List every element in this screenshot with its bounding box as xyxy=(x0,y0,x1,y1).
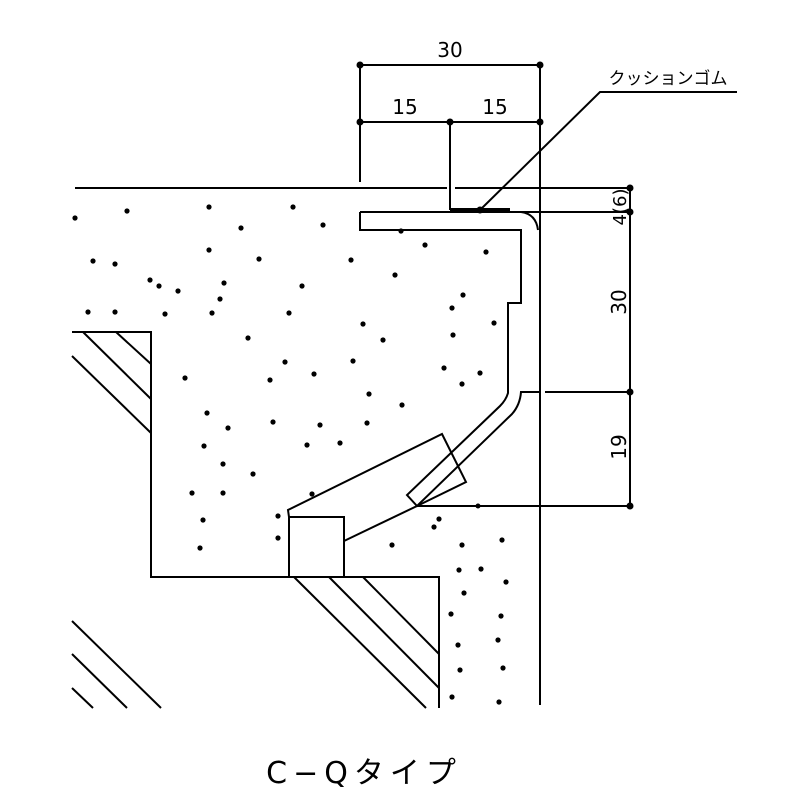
frame-profile xyxy=(359,211,539,508)
aggregate-dot xyxy=(348,257,354,263)
aggregate-dot xyxy=(238,225,244,231)
aggregate-dot xyxy=(491,320,497,326)
aggregate-dot xyxy=(112,309,118,315)
aggregate-dot xyxy=(175,288,181,294)
aggregate-dot xyxy=(217,296,223,302)
aggregate-dot xyxy=(311,371,317,377)
aggregate-dot xyxy=(304,442,310,448)
aggregate-dot xyxy=(162,311,168,317)
aggregate-dot xyxy=(460,292,466,298)
aggregate-dot xyxy=(459,542,465,548)
aggregate-dot xyxy=(456,567,462,573)
aggregate-dot xyxy=(503,579,509,585)
aggregate-dot xyxy=(496,699,502,705)
aggregate-dot xyxy=(201,443,207,449)
aggregate-dot xyxy=(206,247,212,253)
hatching xyxy=(71,331,440,709)
aggregate-dot xyxy=(221,280,227,286)
drawing-title: C−Qタイプ xyxy=(266,756,462,791)
aggregate-dot xyxy=(448,611,454,617)
aggregate-dot xyxy=(72,215,78,221)
aggregate-dot xyxy=(204,410,210,416)
aggregate-dot xyxy=(225,425,231,431)
aggregate-dot xyxy=(459,381,465,387)
aggregate-dot xyxy=(392,272,398,278)
aggregate-dot xyxy=(495,637,501,643)
aggregate-dot xyxy=(350,358,356,364)
callout-label: クッションゴム xyxy=(609,68,728,89)
aggregate-dot xyxy=(85,309,91,315)
aggregate-dot xyxy=(431,524,437,530)
aggregate-dot xyxy=(270,419,276,425)
aggregate-dot xyxy=(220,490,226,496)
aggregate-dot xyxy=(124,208,130,214)
aggregate-dot xyxy=(337,440,343,446)
aggregate-dot xyxy=(220,461,226,467)
aggregate-dot xyxy=(389,542,395,548)
aggregate-dot xyxy=(112,261,118,267)
aggregate-dot xyxy=(275,513,281,519)
aggregate-dot xyxy=(441,365,447,371)
aggregate-dot xyxy=(189,490,195,496)
aggregate-dot xyxy=(449,694,455,700)
aggregate-dot xyxy=(364,420,370,426)
aggregate-dot xyxy=(360,321,366,327)
aggregate-dot xyxy=(399,402,405,408)
aggregate-dot xyxy=(200,517,206,523)
aggregate-dot xyxy=(483,249,489,255)
aggregate-dot xyxy=(450,332,456,338)
aggregate-dot xyxy=(478,566,484,572)
aggregate-dot xyxy=(380,337,386,343)
dimension-lines xyxy=(356,61,634,510)
aggregate-dot xyxy=(449,305,455,311)
aggregate-dot xyxy=(457,667,463,673)
aggregate-dot xyxy=(275,535,281,541)
aggregate-dot xyxy=(282,359,288,365)
aggregate-dot xyxy=(209,310,215,316)
aggregate-dot xyxy=(461,590,467,596)
aggregate-dot xyxy=(182,375,188,381)
anchor-plate xyxy=(286,432,468,542)
aggregate-dot xyxy=(267,377,273,383)
callout-leader xyxy=(479,91,737,211)
aggregate-dot xyxy=(477,370,483,376)
anchor-block xyxy=(288,516,345,578)
concrete-dots xyxy=(72,204,509,705)
aggregate-dot xyxy=(250,471,256,477)
aggregate-dot xyxy=(245,335,251,341)
aggregate-dot xyxy=(499,537,505,543)
structure-lines xyxy=(72,65,632,708)
aggregate-dot xyxy=(366,391,372,397)
aggregate-dot xyxy=(206,204,212,210)
dim-leg-height: 19 xyxy=(607,434,631,459)
aggregate-dot xyxy=(436,516,442,522)
aggregate-dot xyxy=(197,545,203,551)
aggregate-dot xyxy=(422,242,428,248)
dim-frame-height: 30 xyxy=(607,289,631,314)
dim-total-width: 30 xyxy=(437,38,462,62)
aggregate-dot xyxy=(90,258,96,264)
aggregate-dot xyxy=(156,283,162,289)
dim-half-width-right: 15 xyxy=(482,95,507,119)
aggregate-dot xyxy=(286,310,292,316)
aggregate-dot xyxy=(290,204,296,210)
dim-half-width-left: 15 xyxy=(392,95,417,119)
slab-outline xyxy=(72,331,440,708)
aggregate-dot xyxy=(500,665,506,671)
aggregate-dot xyxy=(498,613,504,619)
aggregate-dot xyxy=(299,283,305,289)
aggregate-dot xyxy=(147,277,153,283)
aggregate-dot xyxy=(455,642,461,648)
dim-rubber-gap: 4(6) xyxy=(610,189,631,226)
aggregate-dot xyxy=(317,422,323,428)
aggregate-dot xyxy=(256,256,262,262)
aggregate-dot xyxy=(309,491,315,497)
aggregate-dot xyxy=(320,222,326,228)
